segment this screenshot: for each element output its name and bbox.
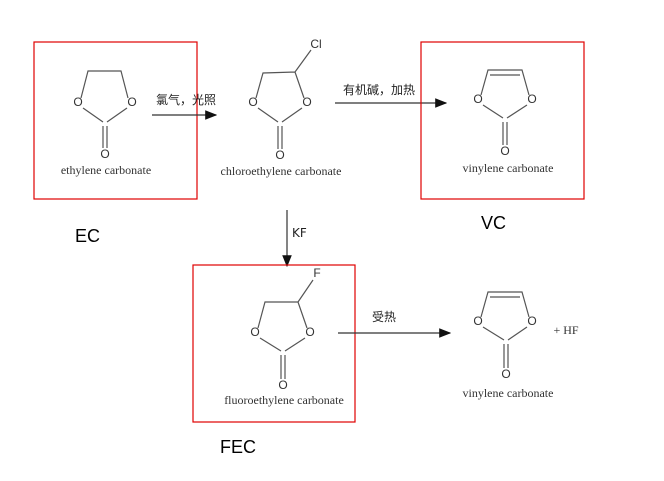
cec-name: chloroethylene carbonate (221, 164, 342, 178)
oxygen-atom: O (127, 95, 136, 109)
fluorine-atom: F (313, 266, 320, 280)
oxygen-atom: O (305, 325, 314, 339)
chlorination-condition: 氯气，光照 (156, 92, 216, 107)
fec-name: fluoroethylene carbonate (224, 393, 344, 407)
oxygen-atom: O (248, 95, 257, 109)
oxygen-atom: O (473, 314, 482, 328)
vc-name: vinylene carbonate (463, 161, 554, 175)
heating-condition: 受热 (372, 310, 396, 324)
vc-highlight-box (420, 41, 585, 200)
oxygen-atom: O (500, 144, 509, 158)
ec-label: EC (75, 226, 100, 246)
fec-label: FEC (220, 437, 256, 457)
oxygen-atom: O (473, 92, 482, 106)
oxygen-atom: O (275, 148, 284, 162)
vc-molecule: O O O vinylene carbonate (463, 69, 554, 175)
fec-molecule: F O O O fluoroethylene carbonate (224, 266, 344, 407)
oxygen-atom: O (73, 95, 82, 109)
ec-molecule: O O O ethylene carbonate (61, 70, 151, 177)
ec-highlight-box (33, 41, 198, 200)
chlorine-atom: Cl (310, 37, 321, 51)
oxygen-atom: O (501, 367, 510, 381)
vc-product-molecule: O O O vinylene carbonate + HF (463, 291, 579, 400)
vc-product-name: vinylene carbonate (463, 386, 554, 400)
ec-name: ethylene carbonate (61, 163, 151, 177)
oxygen-atom: O (250, 325, 259, 339)
fluorination-condition: KF (292, 226, 307, 240)
oxygen-atom: O (527, 314, 536, 328)
fec-highlight-box (192, 264, 356, 423)
elimination-condition: 有机碱，加热 (343, 83, 415, 97)
cec-molecule: Cl O O O chloroethylene carbonate (221, 37, 342, 178)
hf-byproduct: + HF (553, 323, 578, 337)
oxygen-atom: O (278, 378, 287, 392)
oxygen-atom: O (527, 92, 536, 106)
vc-label: VC (481, 213, 506, 233)
oxygen-atom: O (100, 147, 109, 161)
oxygen-atom: O (302, 95, 311, 109)
